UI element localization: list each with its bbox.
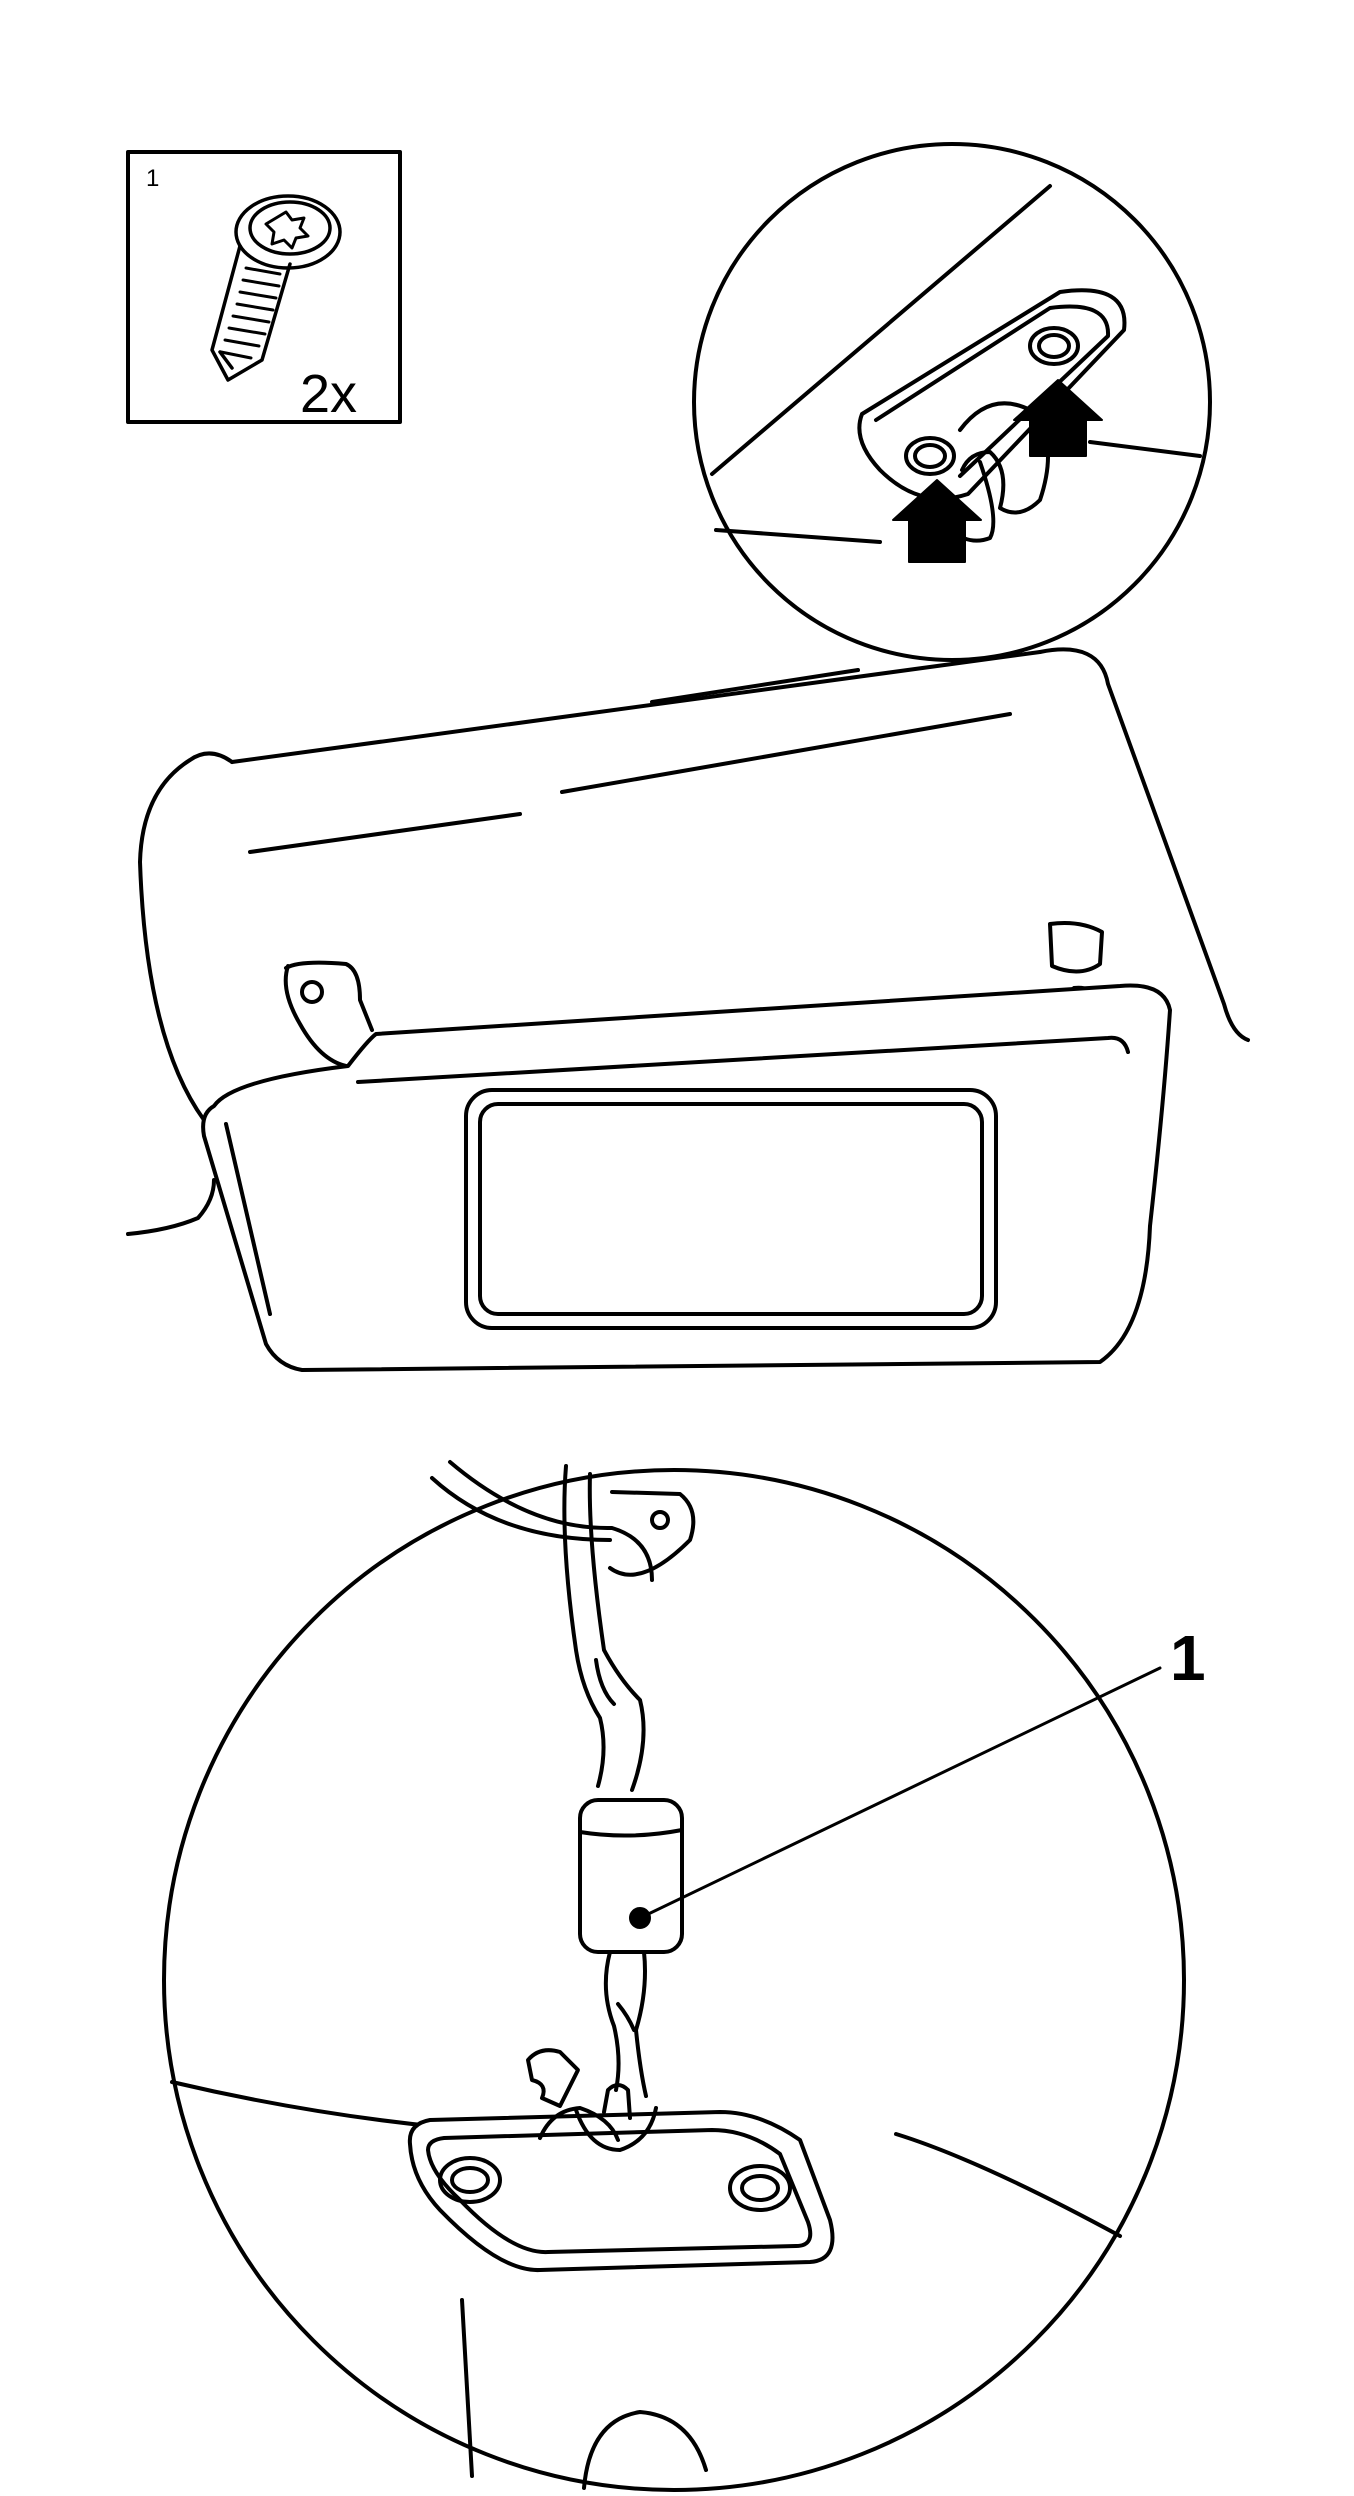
arrow-up-icon: [892, 479, 982, 563]
callout-1: 1: [638, 1622, 1206, 1920]
sun-visor: [201, 983, 1172, 1372]
callout-leader-line: [638, 1666, 1162, 1920]
headliner: [126, 647, 1250, 1236]
parts-box: 1 2x: [126, 150, 402, 424]
bottom-detail-circle: [162, 1460, 1186, 2492]
parts-item-number: 1: [146, 165, 159, 192]
arrow-up-icon: [1013, 379, 1103, 457]
parts-quantity: 2x: [300, 364, 357, 424]
top-detail-circle: [692, 142, 1212, 662]
cable-connector: [578, 1798, 684, 1954]
torx-screw-icon: [210, 194, 342, 382]
callout-number: 1: [1170, 1622, 1206, 1694]
